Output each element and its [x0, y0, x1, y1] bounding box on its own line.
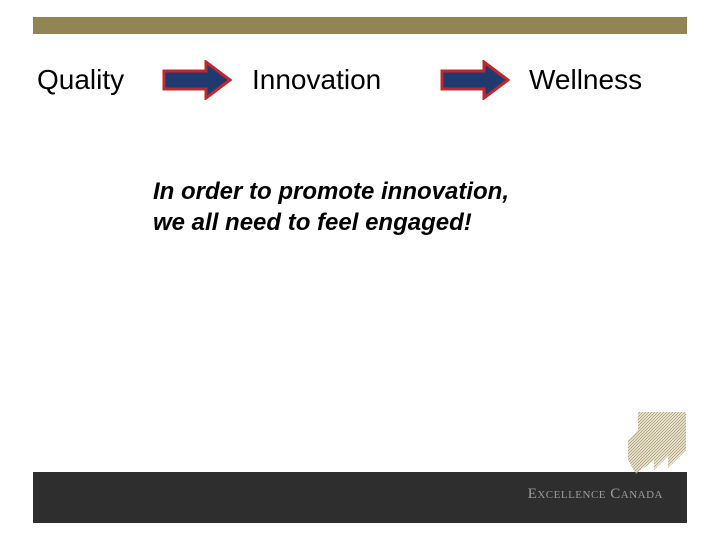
engagement-message: In order to promote innovation, we all n… [153, 176, 613, 238]
flow-step-wellness: Wellness [529, 64, 643, 95]
flow-step-quality: Quality [37, 64, 125, 95]
right-arrow-icon [162, 60, 232, 100]
brand-name: Excellence Canada [527, 486, 663, 502]
excellence-canada-logo-icon [628, 412, 686, 474]
message-line-1: In order to promote innovation, [153, 178, 509, 205]
top-accent-bar [33, 17, 687, 34]
flow-step-innovation: Innovation [252, 64, 382, 95]
right-arrow-icon [440, 60, 510, 100]
message-line-2: we all need to feel engaged! [153, 209, 472, 236]
footer-bar [33, 472, 687, 523]
